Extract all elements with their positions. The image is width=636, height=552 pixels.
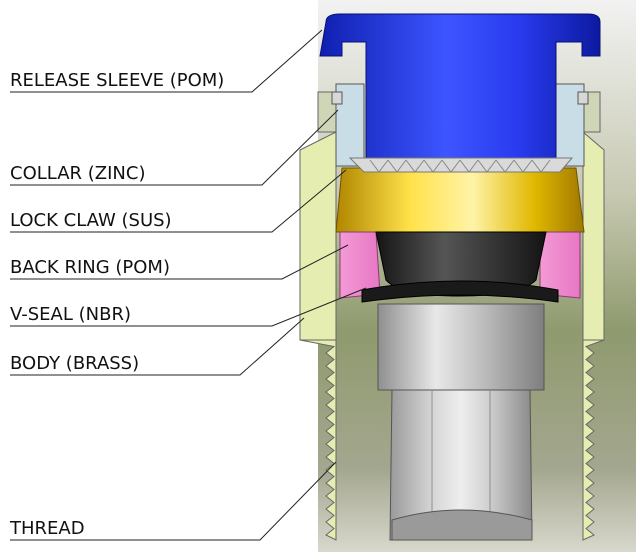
label-collar: COLLAR (ZINC) [10,163,145,184]
claw-tooth [423,159,443,173]
leader-back-ring [10,244,349,280]
leader-lines [10,29,367,541]
inner-tube [377,303,545,541]
leader-v-seal [10,287,367,327]
claw-tooth [495,159,515,173]
collar-zinc [331,83,589,167]
label-back-ring: BACK RING (POM) [10,257,170,278]
body-brass [299,91,605,341]
label-lock-claw: LOCK CLAW (SUS) [10,210,172,231]
leader-thread [10,461,337,541]
leader-collar [10,109,339,186]
label-body: BODY (BRASS) [10,353,139,374]
labels: RELEASE SLEEVE (POM) COLLAR (ZINC) LOCK … [9,70,224,539]
thread-section [299,339,605,541]
back-ring-part [339,231,581,299]
label-thread: THREAD [9,518,85,539]
leader-release-sleeve [10,29,323,93]
claw-tooth [369,159,389,173]
label-v-seal: V-SEAL (NBR) [10,304,131,325]
claw-tooth [459,159,479,173]
v-seal-part [361,231,559,303]
claw-tooth [477,159,497,173]
lock-claw-part [335,157,585,233]
claw-tooth [531,159,551,173]
label-release-sleeve: RELEASE SLEEVE (POM) [10,70,224,91]
claw-tooth [405,159,425,173]
claw-tooth [513,159,533,173]
leader-body [10,317,305,376]
leader-lock-claw [10,169,347,233]
claw-tooth [441,159,461,173]
claw-tooth [387,159,407,173]
